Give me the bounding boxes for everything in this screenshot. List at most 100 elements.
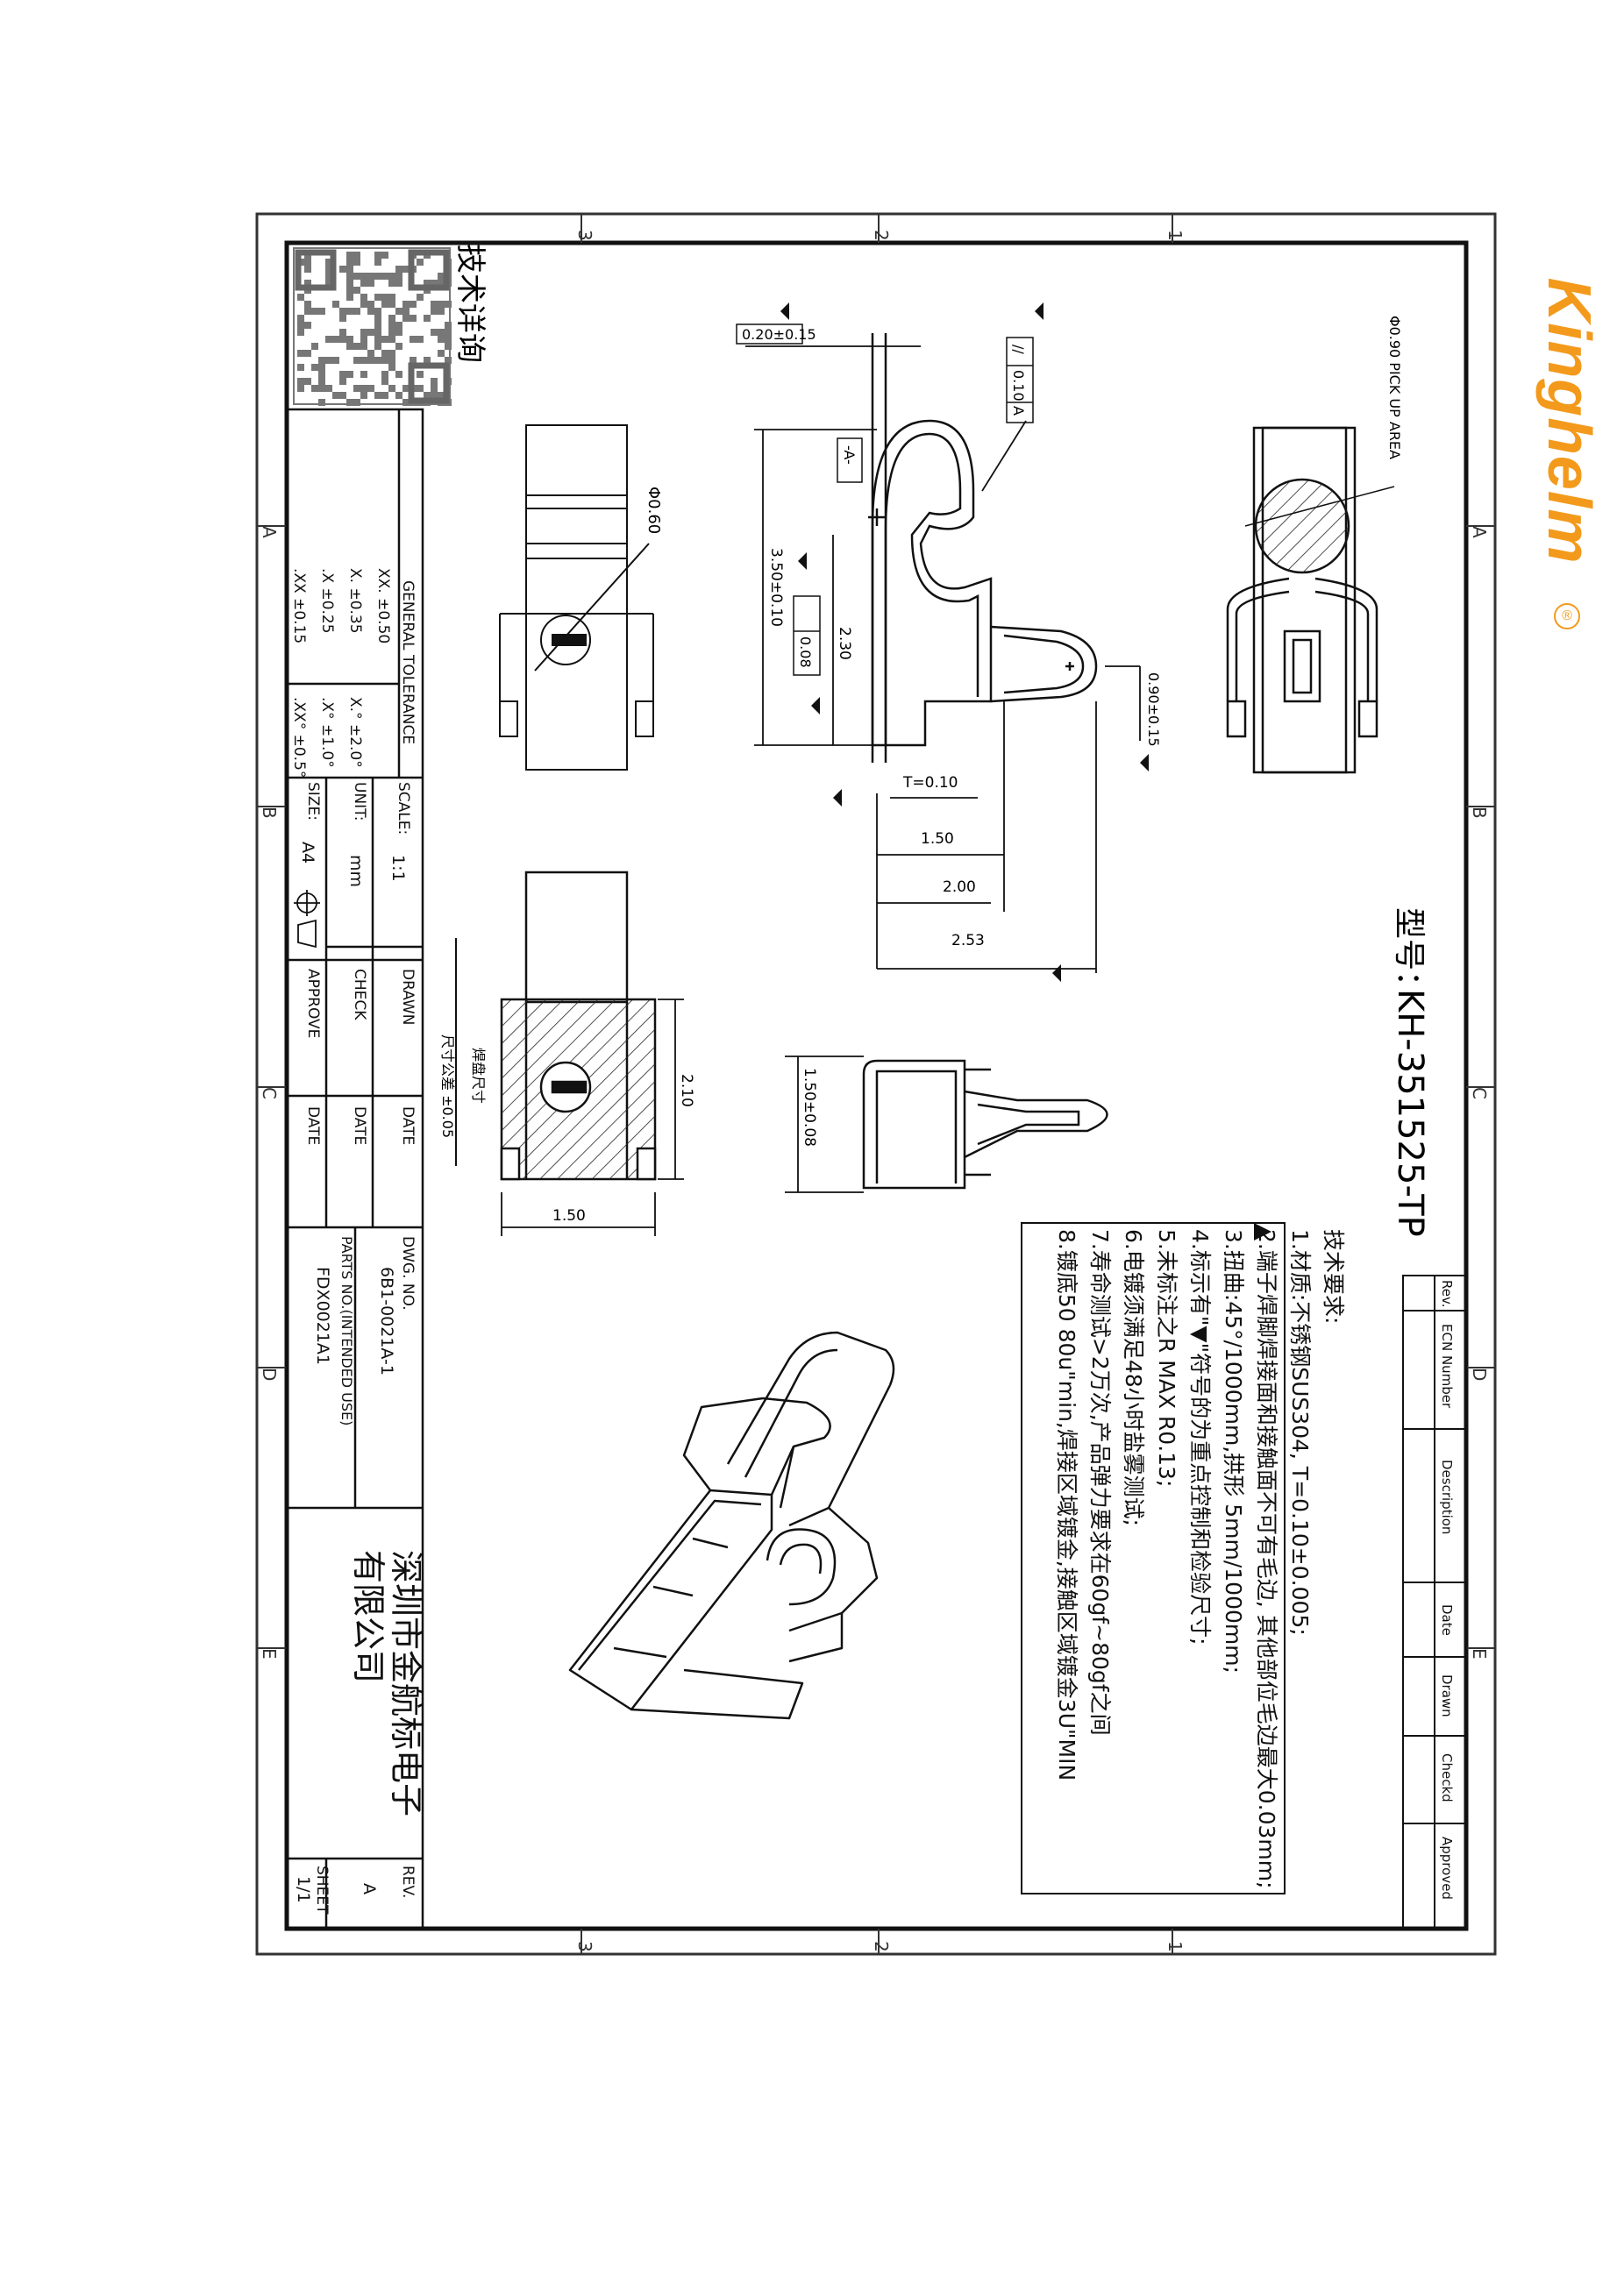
flatness-frame [1006, 337, 1034, 423]
zone-labels: 3 2 1 3 2 1 A B C D E A B C D E [259, 230, 1490, 1952]
zone-3-top: 3 [574, 230, 595, 241]
page-heading: 技术详询 [452, 244, 488, 363]
scale-label: SCALE: [395, 782, 412, 835]
check-label: CHECK [351, 969, 368, 1020]
zone-3-bottom: 3 [574, 1941, 595, 1952]
tolerance-row-3b: .X° ±1.0° [318, 697, 336, 768]
size-symbol [294, 890, 320, 949]
size-value: A4 [298, 842, 317, 864]
dim-hole-060: Φ0.60 [645, 487, 663, 534]
key-markers-text [1254, 1223, 1271, 1240]
zone-b-left: B [259, 807, 280, 819]
registered-mark: ® [1554, 603, 1580, 629]
dim-thickness: T=0.10 [902, 774, 958, 792]
tech-item-1: 1.材质:不锈钢SUS304, T=0.10±0.005; [1287, 1229, 1313, 1636]
revision-headers: Rev. ECN Number Description Date Drawn C… [1439, 1280, 1455, 1900]
rev-header-date: Date [1439, 1604, 1455, 1636]
outer-border [255, 212, 1497, 1956]
view-top-right [1226, 426, 1378, 774]
approve-label: APPROVE [304, 969, 322, 1038]
rev-header-rev: Rev. [1439, 1280, 1455, 1307]
tolerance-row-2b: X.° ±2.0° [346, 697, 364, 768]
parts-no-value: FDX0021A1 [313, 1267, 332, 1365]
zone-2-bottom: 2 [871, 1941, 892, 1952]
sheet-label: SHEET [313, 1866, 331, 1915]
zone-e-left: E [259, 1648, 280, 1660]
company-name-line-1: 深圳市金航标电子 [387, 1550, 425, 1816]
tech-item-4: 4.标示有"▼"符号的为重点控制和检验尺寸; [1187, 1229, 1213, 1646]
dim-150-bottom: 1.50 [552, 1207, 586, 1225]
date-label-3: DATE [304, 1106, 322, 1145]
zone-1-top: 1 [1165, 230, 1186, 241]
dim-height-350: 3.50±0.10 [767, 548, 785, 627]
datum-a-box [837, 437, 863, 483]
tech-heading: 技术要求: [1321, 1229, 1346, 1324]
unit-value: mm [346, 855, 366, 887]
view-top-left [499, 424, 654, 771]
dim-230: 2.30 [836, 627, 853, 660]
rev-header-ecn: ECN Number [1439, 1324, 1455, 1409]
tech-item-3: 3.扭曲:45°/1000mm,拱形 5mm/1000mm; [1221, 1229, 1246, 1674]
tech-requirements: 技术要求: 1.材质:不锈钢SUS304, T=0.10±0.005; 2.端子… [1054, 1229, 1346, 1889]
rev-label: REV. [399, 1866, 417, 1898]
flatness-datum: A [1010, 406, 1027, 416]
tech-item-7: 7.寿命测试>2万次,产品弹力要求在60gf~80gf之间 [1087, 1229, 1113, 1736]
title-block-frame [285, 408, 424, 1930]
date-label-2: DATE [351, 1106, 368, 1145]
sheet-value: 1/1 [294, 1876, 313, 1903]
tolerance-row-4a: .XX ±0.15 [290, 568, 308, 643]
zone-1-bottom: 1 [1165, 1941, 1186, 1952]
rev-header-drawn: Drawn [1439, 1674, 1455, 1717]
dim-gap-020: 0.20±0.15 [742, 326, 816, 343]
model-number: KH-351525-TP [1390, 989, 1430, 1237]
flatness-symbol: // [1010, 345, 1027, 354]
rev-header-description: Description [1439, 1460, 1455, 1534]
dim-200: 2.00 [943, 878, 976, 896]
scale-value: 1:1 [388, 855, 408, 882]
dim-150: 1.50 [921, 830, 954, 848]
title-block-text: GENERAL TOLERANCE XX. ±0.50 X. ±0.35 X.°… [290, 568, 425, 1915]
view-profile [868, 333, 1098, 763]
rev-value: A [360, 1883, 379, 1894]
model-label: 型号： [1391, 907, 1427, 1002]
tech-item-2: 2.端子焊脚焊接面和接触面不可有毛边, 其他部位毛边最大0.03mm; [1254, 1229, 1279, 1889]
tech-item-5: 5.未标注之R MAX R0.13; [1154, 1229, 1179, 1487]
pad-dimensions [501, 999, 684, 1236]
view-side [862, 1059, 1108, 1190]
dim-210: 2.10 [678, 1074, 695, 1107]
view-isometric [568, 1331, 895, 1720]
unit-label: UNIT: [351, 782, 368, 821]
qr-code [293, 247, 452, 406]
zone-c-right: C [1469, 1087, 1490, 1099]
zone-d-right: D [1469, 1368, 1490, 1381]
tech-item-8: 8.镀底50 80u"min,焊接区域镀金,接触区域镀金3U"MIN [1054, 1229, 1079, 1781]
side-dimensions [785, 1056, 864, 1193]
company-name-line-2: 有限公司 [349, 1550, 388, 1683]
tolerance-row-4b: .XX° ±0.5° [290, 697, 308, 778]
zone-a-right: A [1469, 526, 1490, 538]
zone-d-left: D [259, 1368, 280, 1381]
zone-a-left: A [259, 526, 280, 538]
tech-requirements-box [1021, 1222, 1286, 1894]
tolerance-row-2a: X. ±0.35 [346, 568, 364, 634]
tech-item-6: 6.电镀须满足48小时盐雾测试; [1121, 1229, 1146, 1526]
view-pad-layout [455, 871, 657, 1181]
pick-up-leader [1244, 486, 1395, 527]
zone-c-left: C [259, 1087, 280, 1099]
date-label-1: DATE [399, 1106, 417, 1145]
tolerance-row-3a: .X ±0.25 [318, 568, 336, 634]
zone-b-right: B [1469, 807, 1490, 819]
dimension-lines [745, 345, 1141, 973]
flatness-value: 0.10 [1010, 370, 1027, 402]
pick-up-area: Φ0.90 PICK UP AREA [1386, 316, 1403, 459]
profile-frame [793, 595, 821, 676]
rev-header-checkd: Checkd [1439, 1753, 1455, 1802]
drawn-label: DRAWN [399, 969, 417, 1025]
zone-ticks [257, 214, 1495, 1954]
dim-150-side: 1.50±0.08 [801, 1068, 818, 1147]
gap-box [736, 323, 803, 345]
rev-header-approved: Approved [1439, 1837, 1455, 1900]
revision-table [1402, 1275, 1467, 1930]
dim-lead-090: 0.90±0.15 [1145, 672, 1162, 747]
